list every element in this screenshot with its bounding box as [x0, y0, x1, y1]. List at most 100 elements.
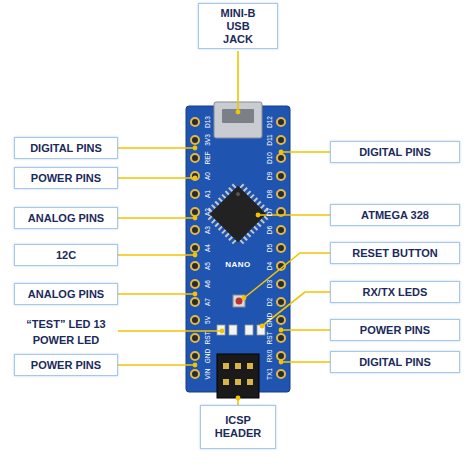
icsp-pin — [223, 379, 229, 385]
leader-dot — [236, 110, 241, 115]
leader-line — [281, 329, 330, 331]
leader-dot — [193, 146, 198, 151]
leader-dot — [193, 253, 198, 258]
chip-pin — [246, 233, 251, 238]
pin-hole — [277, 298, 285, 306]
chip-pin — [214, 222, 219, 227]
pin-name: D9 — [266, 172, 273, 180]
callout-text: DIGITAL PINS — [359, 146, 431, 159]
leader-dot — [260, 324, 265, 329]
pin-name: A3 — [204, 226, 211, 234]
leader-line — [281, 151, 330, 153]
leader-line — [118, 254, 195, 256]
pin-hole — [277, 226, 285, 234]
leader-lines — [118, 51, 330, 405]
icsp-pin — [223, 363, 229, 369]
callout-box: RESET BUTTON — [330, 242, 460, 264]
chip-pin — [260, 204, 265, 209]
pin-hole — [277, 316, 285, 324]
pin-hole — [191, 316, 199, 324]
pin-name: D10 — [266, 152, 273, 164]
callout-box: RX/TX LEDS — [330, 281, 460, 303]
chip-pin — [243, 187, 248, 192]
leader-dot — [193, 292, 198, 297]
pin-hole — [277, 280, 285, 288]
pin-hole — [191, 334, 199, 342]
callout-text: ICSP HEADER — [211, 414, 265, 440]
pin-name: TX1 — [266, 368, 273, 380]
chip-pin — [208, 215, 213, 220]
chip-pin — [239, 184, 244, 189]
chip-pin — [232, 239, 237, 244]
pin-name: D11 — [266, 134, 273, 145]
pin-name: D5 — [266, 244, 273, 252]
callout-text: POWER PINS — [31, 172, 101, 185]
pin-hole — [191, 208, 199, 216]
pin-name: A0 — [204, 172, 211, 180]
pin-name: GND — [204, 349, 211, 363]
pin-name: D12 — [266, 116, 273, 128]
chip-pin — [246, 190, 251, 195]
pcb-board — [186, 106, 290, 392]
chip-pin — [211, 204, 216, 209]
chip-pin — [253, 226, 258, 231]
callout-text: MINI-B USB JACK — [213, 7, 263, 46]
icsp-pin — [247, 379, 253, 385]
callout-text: RESET BUTTON — [352, 247, 437, 260]
pin-name: RST — [204, 332, 211, 345]
pin-hole — [277, 352, 285, 360]
chip-pin — [225, 190, 230, 195]
callout-box: DIGITAL PINS — [14, 137, 118, 159]
callout-text: DIGITAL PINS — [30, 142, 102, 155]
pin-name: A4 — [204, 244, 211, 252]
pin-name: D4 — [266, 262, 273, 270]
leader-dot — [193, 216, 198, 221]
chip-pin — [225, 233, 230, 238]
callout-box: DIGITAL PINS — [330, 141, 460, 163]
leader-line — [118, 293, 195, 295]
callout-text: ANALOG PINS — [28, 288, 104, 301]
chip-pin — [232, 184, 237, 189]
callout-box: ANALOG PINS — [14, 207, 118, 229]
pin-hole — [277, 154, 285, 162]
pin-name: D8 — [266, 190, 273, 198]
pin-name: RX0 — [266, 350, 273, 363]
callout-box: POWER PINS — [14, 167, 118, 189]
pin-name: A7 — [204, 298, 211, 306]
pin-hole — [277, 334, 285, 342]
leader-dot — [279, 328, 284, 333]
led-label: “TEST” LED 13 — [14, 318, 118, 330]
pin-name: A1 — [204, 190, 211, 198]
pin-hole — [277, 118, 285, 126]
pin-name: A2 — [204, 208, 211, 216]
leader-dot — [236, 396, 241, 401]
pin-name: D6 — [266, 226, 273, 234]
chip-pin — [257, 201, 262, 206]
chip-pin — [243, 236, 248, 241]
pin-name: REF — [204, 152, 211, 165]
callout-box: 12C — [14, 244, 118, 266]
reset-button-cap — [236, 298, 243, 305]
led-label: POWER LED — [14, 334, 118, 346]
chip-pin — [211, 219, 216, 224]
callout-text: POWER PINS — [360, 324, 430, 337]
leader-line — [118, 177, 195, 179]
board-name: NANO — [225, 260, 251, 269]
callout-box: POWER PINS — [330, 319, 460, 341]
pin-hole — [277, 136, 285, 144]
pin-name: 5V — [204, 316, 211, 324]
callout-text: RX/TX LEDS — [363, 286, 428, 299]
pin-hole — [191, 352, 199, 360]
pin-name: VIN — [204, 369, 211, 380]
chip-pin — [239, 239, 244, 244]
usb-socket — [222, 109, 254, 123]
leader-line — [118, 147, 195, 149]
pin-hole — [191, 118, 199, 126]
chip-pin — [228, 236, 233, 241]
callout-text: 12C — [56, 249, 76, 262]
led — [245, 325, 253, 335]
leader-dot — [279, 150, 284, 155]
chip-dot — [235, 191, 241, 197]
